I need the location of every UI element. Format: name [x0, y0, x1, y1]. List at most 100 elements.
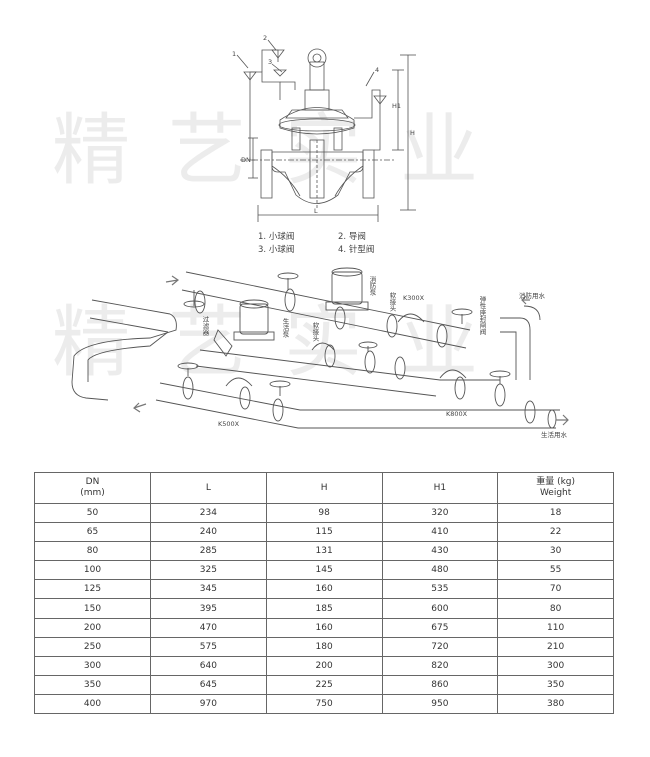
fire-pump: [331, 271, 363, 305]
k300x-valve: [397, 313, 425, 323]
table-cell: 430: [381, 541, 499, 562]
dim-label-l: L: [314, 207, 318, 215]
flow-arrow-fire: [521, 295, 530, 305]
pipe-fire-outlet: [523, 305, 541, 321]
table-cell: 350: [34, 674, 151, 695]
table-cell: 110: [497, 617, 614, 638]
dim-label-h1: H1: [392, 102, 401, 110]
table-cell: 300: [497, 655, 614, 676]
table-cell: 115: [265, 522, 383, 543]
table-cell: 285: [150, 541, 267, 562]
valve-parts-legend: 1. 小球阀 2. 导阀 3. 小球阀 4. 针型阀: [258, 231, 418, 257]
table-cell: 470: [150, 617, 267, 638]
table-cell: 645: [150, 674, 267, 695]
table-cell: 160: [265, 579, 383, 600]
legend-item-4: 4. 针型阀: [338, 245, 375, 255]
table-cell: 345: [150, 579, 267, 600]
legend-item-1: 1. 小球阀: [258, 232, 295, 242]
table-cell: 22: [497, 522, 614, 543]
table-cell: 30: [497, 541, 614, 562]
table-cell: 750: [265, 693, 383, 715]
right-flange: [362, 149, 375, 199]
table-cell: 250: [34, 636, 151, 657]
flow-arrow-in: [165, 275, 180, 286]
table-cell: 70: [497, 579, 614, 600]
table-cell: 80: [34, 541, 151, 562]
lifting-eye: [307, 48, 327, 68]
table-cell: 600: [381, 598, 499, 619]
table-cell: 65: [34, 522, 151, 543]
label-domestic-pump: 生活泵: [281, 317, 289, 338]
table-cell: 950: [381, 693, 499, 715]
label-soft-joint-2: 软接头: [388, 291, 396, 313]
table-cell: 125: [34, 579, 151, 600]
label-soft-joint-1: 软接头: [311, 321, 319, 343]
column-header: DN (mm): [34, 472, 151, 504]
callout-1: 1: [232, 50, 236, 58]
callout-4: 4: [375, 66, 379, 74]
table-cell: 150: [34, 598, 151, 619]
valve-body: [271, 151, 364, 204]
table-cell: 145: [265, 560, 383, 581]
pilot-line-left: [249, 71, 281, 161]
column-header: 重量 (kg) Weight: [497, 472, 614, 504]
pipe-lower-run: [159, 382, 560, 411]
table-cell: 225: [265, 674, 383, 695]
table-cell: 160: [265, 617, 383, 638]
table-cell: 200: [265, 655, 383, 676]
label-k300x: K300X: [403, 294, 425, 302]
flow-arrow-left: [133, 402, 147, 413]
label-domestic-water: 生活用水: [541, 430, 568, 439]
table-cell: 300: [34, 655, 151, 676]
pipe-riser-right: [500, 317, 531, 380]
table-cell: 185: [265, 598, 383, 619]
table-cell: 675: [381, 617, 499, 638]
valve-and-system-diagram: 1 2 3 4 L H H1 DN: [71, 34, 569, 439]
table-cell: 240: [150, 522, 267, 543]
column-header: L: [150, 472, 267, 504]
k800x-valve: [439, 369, 467, 379]
table-cell: 325: [150, 560, 267, 581]
pilot-line-right: [354, 89, 381, 151]
table-cell: 55: [497, 560, 614, 581]
callout-3: 3: [268, 58, 272, 66]
table-cell: 210: [497, 636, 614, 657]
table-cell: 380: [497, 693, 614, 715]
table-cell: 100: [34, 560, 151, 581]
callout-2: 2: [263, 34, 267, 42]
table-cell: 50: [34, 502, 151, 524]
domestic-pump: [239, 303, 269, 335]
table-cell: 400: [34, 693, 151, 715]
table-cell: 860: [381, 674, 499, 695]
dim-label-h: H: [410, 129, 415, 137]
table-cell: 350: [497, 674, 614, 695]
k500x-valve: [225, 377, 253, 387]
label-k500x: K500X: [218, 420, 240, 428]
table-cell: 320: [381, 502, 499, 524]
pipe-middle-run: [199, 349, 500, 381]
table-cell: 18: [497, 502, 614, 524]
column-header: H: [265, 472, 383, 504]
pipe-lower-left: [91, 299, 171, 315]
table-cell: 180: [265, 636, 383, 657]
dim-label-dn: DN: [241, 156, 251, 164]
table-cell: 80: [497, 598, 614, 619]
table-cell: 820: [381, 655, 499, 676]
pilot-line-top: [261, 49, 279, 72]
flow-arrow-domestic: [556, 414, 569, 426]
label-k800x: K800X: [446, 410, 468, 418]
left-flange: [260, 149, 273, 199]
label-fire-pump: 消防泵: [368, 275, 376, 296]
table-cell: 395: [150, 598, 267, 619]
table-cell: 535: [381, 579, 499, 600]
column-header: H1: [381, 472, 499, 504]
